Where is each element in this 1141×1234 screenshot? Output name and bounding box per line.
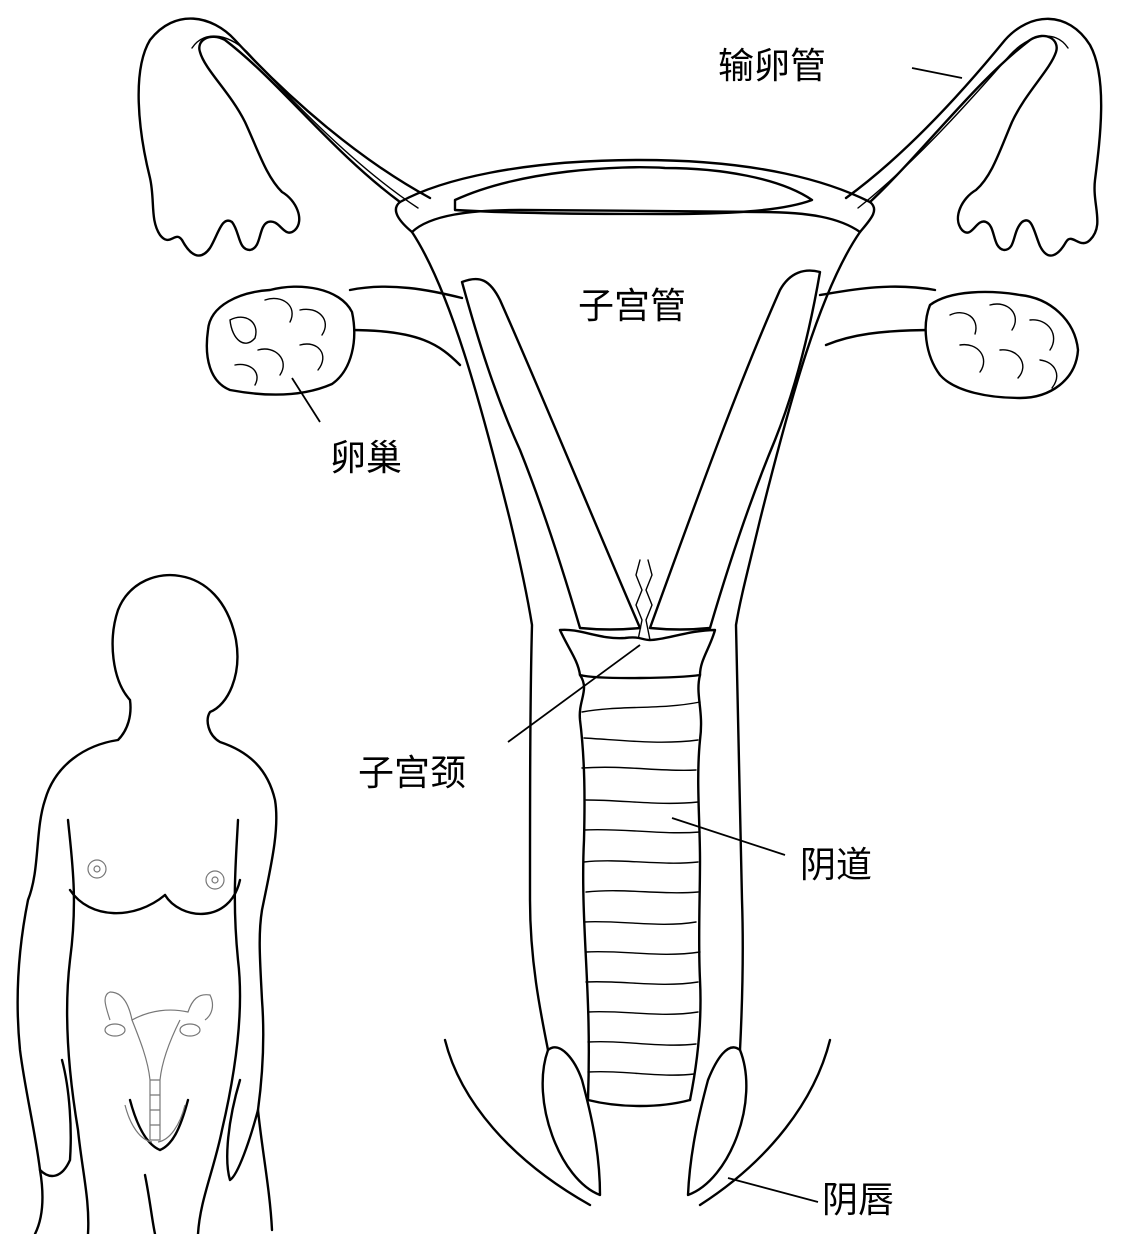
outer-labia-right [700, 1040, 830, 1205]
right-fallopian-tube [846, 19, 1101, 256]
body-silhouette [18, 575, 277, 1234]
mini-uterus [105, 992, 212, 1142]
left-myometrium [462, 279, 640, 629]
body-outline-figure [18, 575, 277, 1234]
outer-labia-left [445, 1040, 590, 1205]
labels: 输卵管 子宫管 卵巢 子宫颈 阴道 阴唇 [330, 46, 894, 1221]
left-labium [543, 1047, 600, 1195]
right-labium [688, 1047, 746, 1195]
label-uterine-cavity: 子宫管 [578, 286, 686, 327]
label-cervix: 子宫颈 [358, 753, 466, 794]
left-fallopian-tube [139, 19, 430, 256]
uterus-anatomy [139, 19, 1102, 1205]
label-vagina: 阴道 [800, 845, 872, 886]
leader-lines [292, 68, 962, 1202]
uterus-fundus-muscle [455, 167, 812, 214]
label-labia: 阴唇 [822, 1180, 894, 1221]
leader-labia [728, 1178, 818, 1202]
leader-fallopian-tube [912, 68, 962, 78]
leader-vagina [672, 818, 785, 855]
cervix [560, 630, 715, 678]
label-fallopian-tube: 输卵管 [718, 46, 826, 87]
left-ovary [207, 287, 354, 395]
label-ovary: 卵巢 [330, 438, 402, 479]
